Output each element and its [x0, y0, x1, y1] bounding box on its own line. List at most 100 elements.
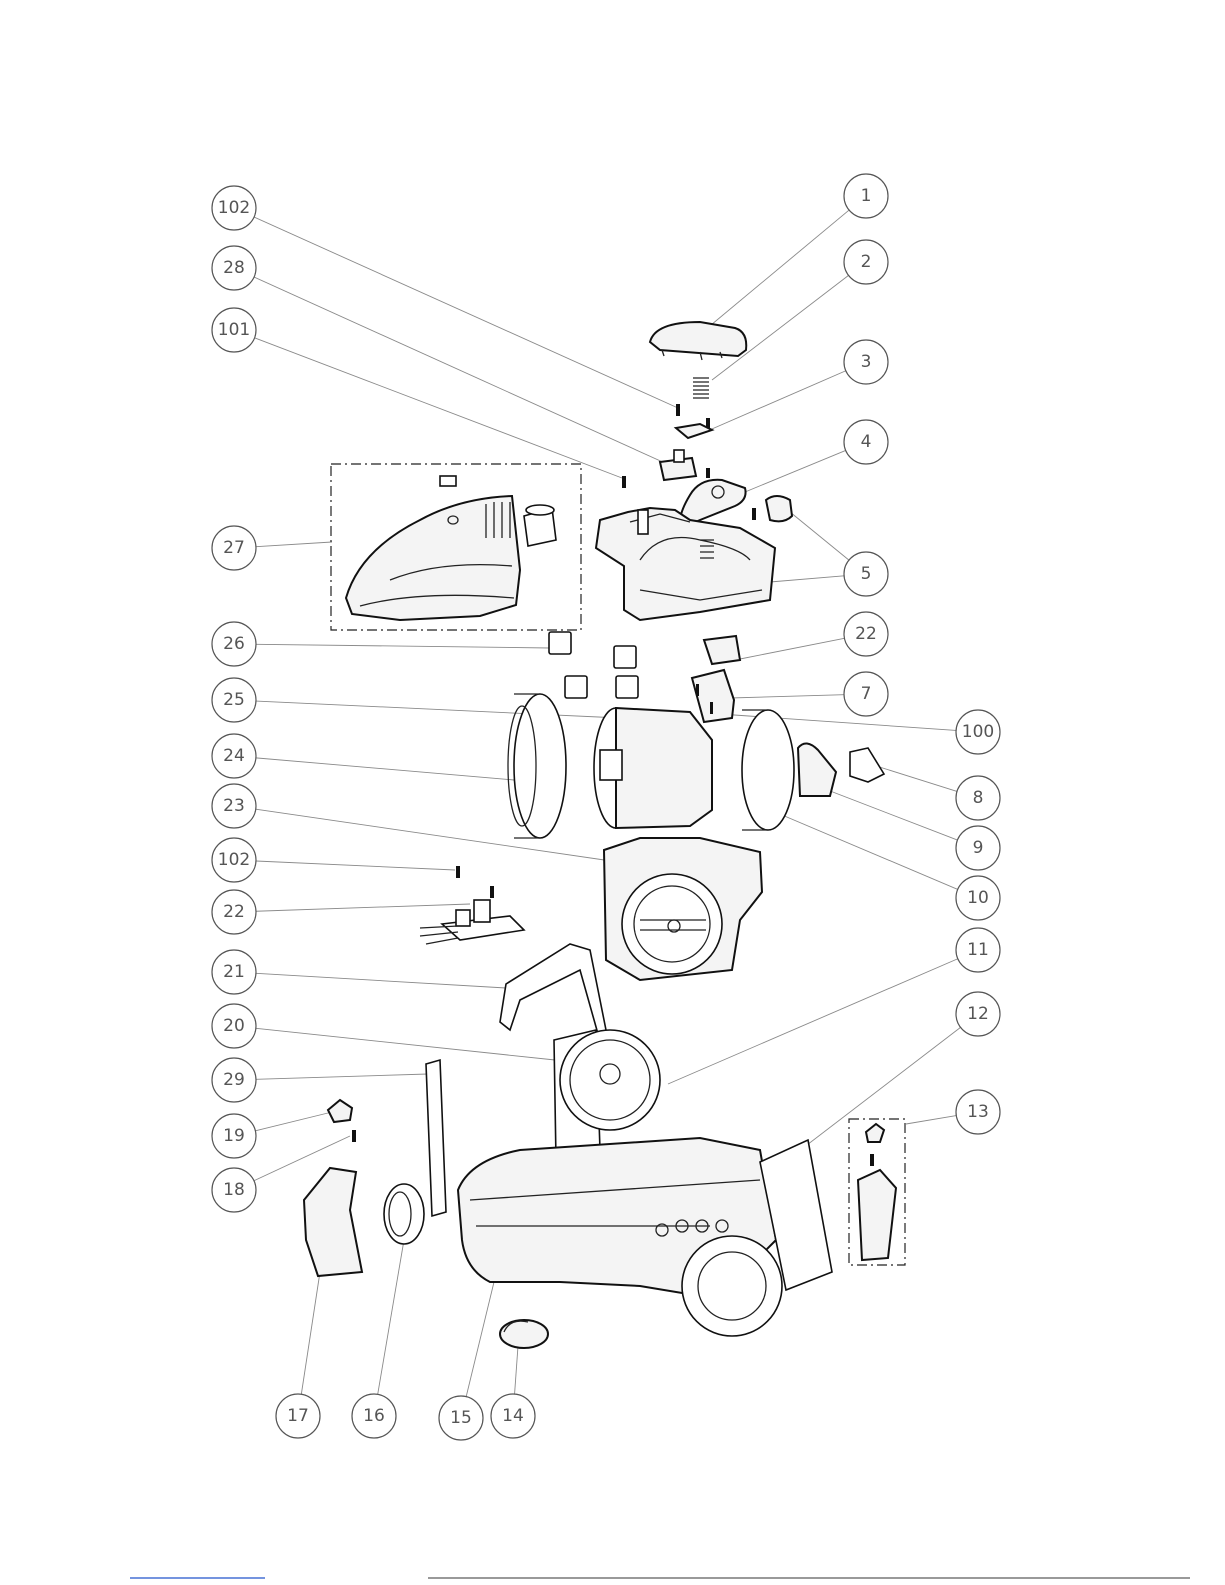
callout-17: 17	[276, 1394, 320, 1438]
callout-number: 11	[967, 940, 989, 960]
part-10-foam-disc	[742, 710, 794, 830]
callout-number: 101	[218, 320, 250, 340]
callout-12: 12	[956, 992, 1000, 1036]
callout-number: 22	[855, 624, 877, 644]
leader-line-28	[254, 277, 676, 468]
leader-line-101	[255, 338, 622, 478]
part-29-seal-strip	[426, 1060, 446, 1216]
part-17-front-handle	[304, 1168, 362, 1276]
callout-29: 29	[212, 1058, 256, 1102]
part-25-motor	[594, 708, 712, 828]
part-23-motor-housing	[604, 838, 762, 980]
callout-10: 10	[956, 876, 1000, 920]
part-3-switch-plate	[676, 404, 712, 438]
callout-number: 24	[223, 746, 245, 766]
callout-number: 29	[223, 1070, 245, 1090]
callout-number: 15	[450, 1408, 472, 1428]
callout-number: 21	[223, 962, 245, 982]
callout-number: 8	[973, 788, 984, 808]
callout-26: 26	[212, 622, 256, 666]
callout-number: 19	[223, 1126, 245, 1146]
callout-102: 102	[212, 838, 256, 882]
callout-number: 1	[861, 186, 872, 206]
part-28-switch-knob	[622, 450, 710, 488]
callout-11: 11	[956, 928, 1000, 972]
callout-number: 26	[223, 634, 245, 654]
leader-line-20	[256, 1028, 555, 1060]
callout-13: 13	[956, 1090, 1000, 1134]
callout-number: 25	[223, 690, 245, 710]
callout-18: 18	[212, 1168, 256, 1212]
leader-line-13	[906, 1116, 956, 1124]
callout-number: 102	[218, 850, 250, 870]
callout-number: 20	[223, 1016, 245, 1036]
callout-number: 2	[861, 252, 872, 272]
callout-4: 4	[844, 420, 888, 464]
callout-number: 7	[861, 684, 872, 704]
part-1-top-cap	[650, 322, 746, 360]
leader-line-19	[255, 1112, 332, 1131]
part-20-11-cover-and-wheel	[554, 1030, 660, 1160]
leader-line-26	[256, 644, 550, 648]
callout-8: 8	[956, 776, 1000, 820]
callout-3: 3	[844, 340, 888, 384]
leader-line-102	[256, 861, 455, 870]
leader-line-14	[515, 1346, 518, 1394]
callout-102: 102	[212, 186, 256, 230]
callout-101: 101	[212, 308, 256, 352]
leader-line-16	[378, 1240, 404, 1394]
leader-line-15	[466, 1282, 494, 1397]
leader-line-102	[254, 217, 678, 408]
leader-line-22	[256, 904, 470, 911]
callout-100: 100	[956, 710, 1000, 754]
callout-21: 21	[212, 950, 256, 994]
callout-28: 28	[212, 246, 256, 290]
leader-line-4	[745, 450, 846, 492]
leader-line-25	[256, 701, 620, 718]
callout-number: 100	[962, 722, 994, 742]
part-2-spring	[693, 378, 709, 398]
part-16-hose-ring	[384, 1184, 424, 1244]
callout-9: 9	[956, 826, 1000, 870]
part-14-caster-wheel	[500, 1320, 548, 1348]
callout-number: 22	[223, 902, 245, 922]
leader-line-23	[256, 809, 618, 862]
callout-number: 3	[861, 352, 872, 372]
leader-line-22	[735, 638, 844, 660]
callout-5: 5	[844, 552, 888, 596]
callout-number: 28	[223, 258, 245, 278]
part-27-top-cover-assembly	[331, 464, 581, 630]
leader-line-17	[301, 1272, 320, 1394]
callout-22: 22	[844, 612, 888, 656]
callout-number: 9	[973, 838, 984, 858]
leader-line-3	[705, 371, 846, 432]
callout-number: 14	[502, 1406, 524, 1426]
callout-27: 27	[212, 526, 256, 570]
leader-line-9	[812, 784, 957, 840]
leader-line-10	[775, 812, 958, 889]
callout-number: 27	[223, 538, 245, 558]
callout-2: 2	[844, 240, 888, 284]
callout-22: 22	[212, 890, 256, 934]
part-21-lid-frame	[500, 944, 606, 1034]
leader-line-7	[730, 695, 844, 698]
callout-1: 1	[844, 174, 888, 218]
part-15-main-body	[458, 1138, 782, 1336]
callout-14: 14	[491, 1394, 535, 1438]
callout-20: 20	[212, 1004, 256, 1048]
part-13-handle-assembly	[849, 1119, 905, 1265]
callout-number: 17	[287, 1406, 309, 1426]
part-9-8-exhaust-cover	[798, 743, 884, 796]
leader-line-1	[705, 210, 849, 330]
callout-15: 15	[439, 1396, 483, 1440]
part-26-foam-blocks	[549, 632, 638, 698]
callout-number: 102	[218, 198, 250, 218]
callout-number: 16	[363, 1406, 385, 1426]
leader-line-24	[256, 758, 514, 780]
leader-line-27	[256, 542, 332, 547]
callout-24: 24	[212, 734, 256, 778]
leader-line-8	[870, 764, 957, 791]
callout-number: 13	[967, 1102, 989, 1122]
leader-line-29	[256, 1074, 428, 1079]
